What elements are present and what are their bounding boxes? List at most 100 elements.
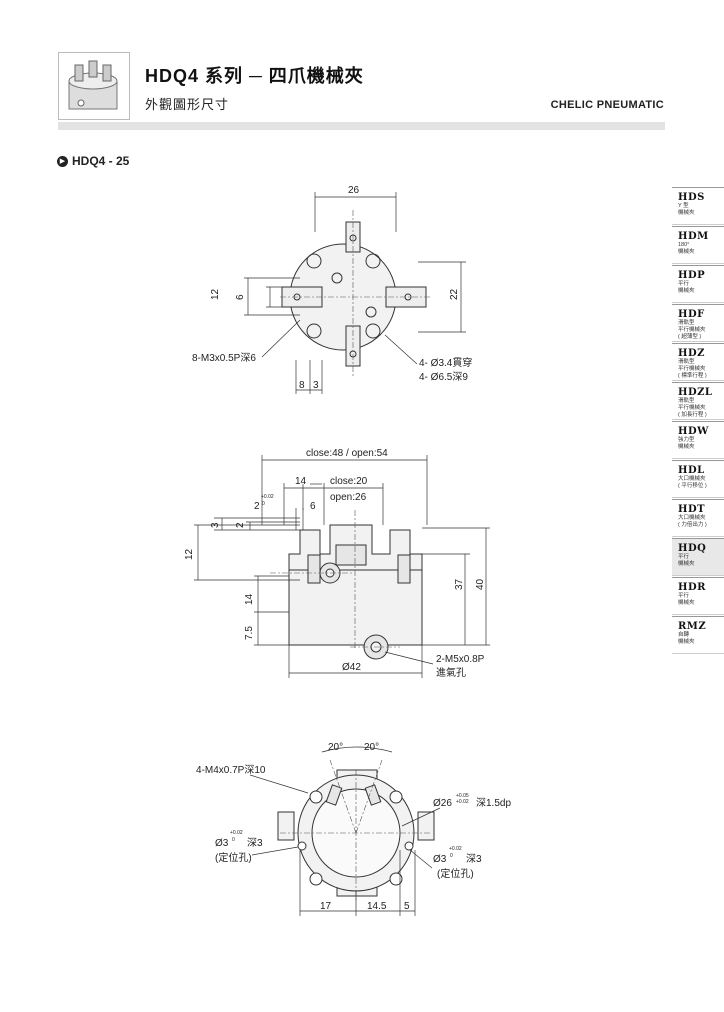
note-hole-through: 4- Ø3.4貫穿 [419,356,472,369]
sidenav-desc: 大口機械夾 [678,515,706,521]
dim-14-5: 14.5 [367,901,387,912]
sidenav-desc: 機械夾 [678,444,695,450]
header-divider [58,122,665,130]
sidenav-desc: ( 加長行程 ) [678,412,707,418]
sidenav-desc: 機械夾 [678,288,695,294]
note-bore-depth: 深1.5dp [476,797,511,809]
angle-left: 20° [328,742,343,753]
sidenav-code: HDQ [678,543,707,554]
dim-6-side: 6 [310,501,316,512]
sidenav-desc: 機械夾 [678,561,695,567]
sidenav-desc: 平行 [678,554,690,560]
sidenav-desc: 機械夾 [678,600,695,606]
sidenav-code: HDT [678,504,706,515]
pin-right-depth: 深3 [466,853,482,865]
note-air-port-label: 進氣孔 [436,666,466,679]
angle-right: 20° [364,742,379,753]
sidenav-code: HDM [678,231,709,242]
dim-2-vertical: 2 [235,522,246,528]
sidenav-desc: Y 型 [678,203,689,209]
sidenav-code: HDR [678,582,706,593]
brand-name: CHELIC PNEUMATIC [550,99,664,111]
sidenav-desc: 大口機械夾 [678,476,706,482]
play-bullet-icon: ▶ [57,155,68,167]
dim-close20: close:20 [330,476,368,487]
sidenav-code: HDW [678,426,709,437]
sidenav-desc: ( 力倍出力 ) [678,522,707,528]
dim-17: 17 [320,901,332,912]
pin-right-diameter: Ø3 [433,854,447,865]
sidenav-desc: 滑軌型 [678,320,695,326]
sidenav-desc: ( 平行移位 ) [678,483,707,489]
note-hole-counterbore: 4- Ø6.5深9 [419,371,468,383]
sidenav-desc: 平行機械夾 [678,366,706,372]
sidenav-desc: 機械夾 [678,210,695,216]
sidenav-desc: 機械夾 [678,249,695,255]
tol-2-lower: 0 [262,501,265,507]
note-thread-bottom: 4-M4x0.7P深10 [196,764,266,776]
sidenav-code: HDF [678,309,705,320]
section-label: HDQ4 - 25 [72,154,130,168]
product-thumbnail [58,52,130,120]
sidenav-code: HDP [678,270,706,281]
sidenav-desc: 自轉 [678,632,690,638]
dim-3: 3 [313,380,319,391]
dim-12: 12 [210,288,221,300]
dim-3-side: 3 [210,522,221,528]
sidenav-code: HDZ [678,348,705,359]
pin-right-tol-lower: 0 [450,853,453,859]
dim-close-open: close:48 / open:54 [306,448,388,459]
sidenav-desc: 滑軌型 [678,359,695,365]
tol-2-upper: +0.02 [261,494,274,500]
dim-2: 2 [254,501,260,512]
tol-bore-lower: +0.02 [456,799,469,805]
dim-12-side: 12 [184,548,195,560]
dim-5: 5 [404,901,410,912]
dim-26: 26 [348,185,360,196]
sidenav-code: RMZ [678,621,707,632]
page-subtitle: 外觀圖形尺寸 [145,97,230,112]
dim-40: 40 [475,578,486,590]
dim-7-5: 7.5 [244,626,255,640]
pin-left-note: (定位孔) [215,851,252,864]
pin-left-tol-upper: +0.02 [230,830,243,836]
dim-14-vertical: 14 [244,593,255,605]
sidenav-desc: ( 標準行程 ) [678,373,707,379]
pin-left-depth: 深3 [247,837,263,849]
note-bore-diameter: Ø26 [433,798,452,809]
dim-14: 14 [295,476,307,487]
pin-right-note: (定位孔) [437,867,474,880]
dim-6: 6 [235,294,246,300]
sidenav-desc: 平行 [678,281,690,287]
sidenav-code: HDZL [678,387,713,398]
sidenav-desc: ( 超薄型 ) [678,334,702,340]
sidenav-desc: 強力型 [678,437,695,443]
pin-left-tol-lower: 0 [232,837,235,843]
sidenav-desc: 平行 [678,593,690,599]
note-thread-top: 8-M3x0.5P深6 [192,352,256,364]
dim-8: 8 [299,380,305,391]
section-heading: ▶ HDQ4 - 25 [57,154,129,168]
sidenav-desc: 180° [678,242,690,248]
sidenav-code: HDL [678,465,705,476]
tol-bore-upper: +0.05 [456,793,469,799]
sidenav-code: HDS [678,192,705,203]
dim-22: 22 [449,288,460,300]
dim-37: 37 [454,578,465,590]
